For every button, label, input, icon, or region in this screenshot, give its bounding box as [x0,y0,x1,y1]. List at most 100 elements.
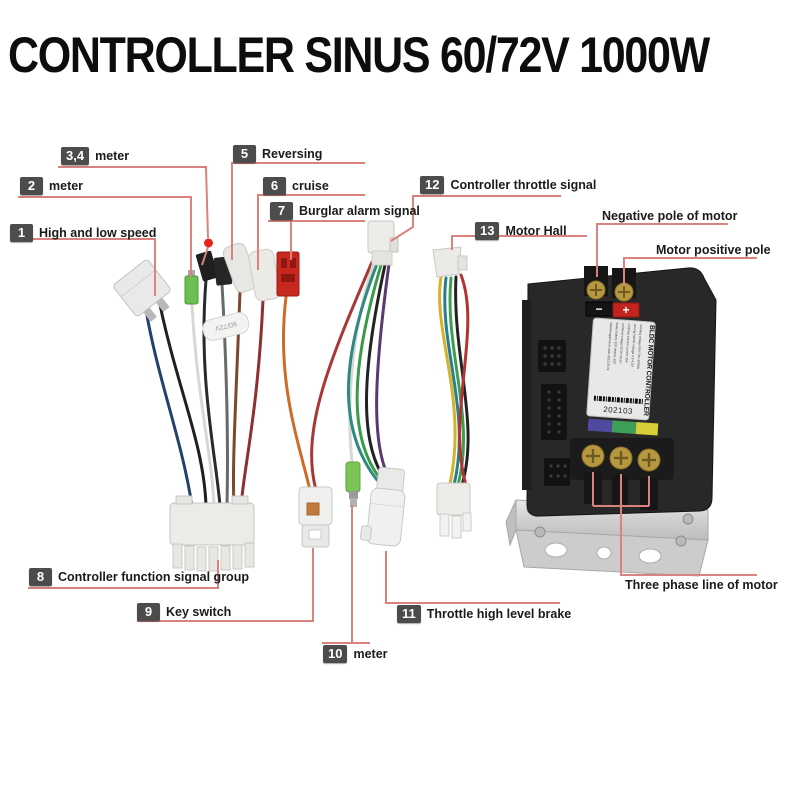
leader-6 [257,194,365,270]
connector-10-meter-terminal [345,461,361,507]
label-1-high-low-speed: 1 High and low speed [10,224,156,242]
controller-unit: − + BLDC MOTOR CONTROLLER working voltag… [505,266,717,577]
bracket-screw [682,513,694,525]
label-10-text: meter [353,647,388,661]
label-5-number: 5 [233,145,256,163]
label-1-text: High and low speed [39,226,157,240]
leader-3-4-tail [201,246,209,266]
connector-11-brake [359,466,406,547]
wire [190,301,216,508]
label-13-number: 13 [475,222,500,240]
connector-12-throttle-signal [367,220,399,266]
spec-line: examining/product date 2021.03.01 [606,322,613,371]
label-7-number: 7 [270,202,293,220]
leader-11 [385,551,560,604]
label-9-key-switch: 9 Key switch [137,603,231,621]
label-2-meter: 2 meter [20,177,83,195]
pin-header-small [538,340,566,372]
label-9-number: 9 [137,603,160,621]
label-2-number: 2 [20,177,43,195]
label-11-brake: 11 Throttle high level brake [397,605,571,623]
connector-13-motor-hall-bottom [436,482,472,539]
label-6-number: 6 [263,177,286,195]
connector-9-key-switch [298,486,333,548]
wire [347,262,379,482]
label-5-reversing: 5 Reversing [233,145,322,163]
red-dot-marker [204,238,213,248]
batch-code: 202103 [603,405,633,416]
connector-3-meter [195,250,219,282]
spec-line: confined electric current 35A [624,323,631,363]
bracket-screw [534,526,546,538]
wire [355,263,384,483]
spec-line: turning handle voltage 1.2-4.2V [630,324,637,368]
leader-12 [390,195,561,242]
phase-screw [609,446,633,470]
leader-1 [10,238,156,296]
leader-3-4 [58,166,209,239]
wire [365,263,389,484]
leader-13 [451,235,587,250]
label-10-meter: 10 meter [323,645,388,663]
label-6-cruise: 6 cruise [263,177,329,195]
label-8-text: Controller function signal group [58,570,249,584]
wire [239,298,265,508]
label-6-text: cruise [292,179,329,193]
leader-5 [231,162,365,260]
page-title: CONTROLLER SINUS 60/72V 1000W [8,27,710,83]
connector-6-cruise [248,248,281,302]
label-11-text: Throttle high level brake [426,607,572,621]
label-3-4-number: 3,4 [61,147,90,165]
label-12-number: 12 [420,176,445,194]
spec-line: working voltage 60V-72V-1000W [636,324,643,369]
label-12-text: Controller throttle signal [450,178,597,192]
label-13-text: Motor Hall [505,224,567,238]
label-3-4-meter: 3,4 meter [61,147,129,165]
label-7-burglar-alarm: 7 Burglar alarm signal [270,202,420,220]
wire [443,276,461,487]
phase-screw [637,448,661,472]
connector-13-motor-hall-top [432,246,468,278]
annotation-negative-pole: Negative pole of motor [602,209,738,223]
connector-8-function-signal-group [169,495,255,572]
leader-positive-pole [623,257,757,286]
wire [458,273,470,487]
plus-plate [612,302,640,318]
spec-line: confined voltage 52.0V-41.5V [618,323,625,365]
pin-header-tiny [544,458,570,486]
leader-9 [137,548,314,622]
barcode [593,395,643,405]
minus-symbol: − [595,302,602,316]
spec-line: brake battery 12V degree 120° [612,322,619,365]
label-9-text: Key switch [166,605,232,619]
label-12-throttle-signal: 12 Controller throttle signal [420,176,596,194]
wire [202,278,222,508]
wire [144,308,194,508]
wire [454,275,470,487]
wire-harness-middle [282,260,394,492]
annotation-three-phase: Three phase line of motor [625,578,778,592]
label-5-text: Reversing [262,147,323,161]
wire-tag: 60/72V [202,312,250,341]
leader-three-phase [620,506,757,576]
wire-white-meter [348,260,376,464]
label-10-number: 10 [323,645,348,663]
label-13-motor-hall: 13 Motor Hall [475,222,567,240]
label-8-number: 8 [29,568,52,586]
negative-terminal-screw [586,280,606,300]
label-7-text: Burglar alarm signal [299,204,420,218]
pin-header-long [541,384,567,440]
label-1-number: 1 [10,224,33,242]
plus-symbol: + [622,303,629,317]
wire-harness-left [144,278,265,508]
label-8-function-signal-group: 8 Controller function signal group [29,568,249,586]
wire-harness-hall [438,273,470,487]
phase-screw [581,444,605,468]
leader-negative-pole [596,223,728,277]
wire [438,275,457,486]
leader-2 [18,196,192,277]
color-stripe [587,418,659,436]
annotation-positive-pole: Motor positive pole [656,243,771,257]
wire [158,303,208,508]
